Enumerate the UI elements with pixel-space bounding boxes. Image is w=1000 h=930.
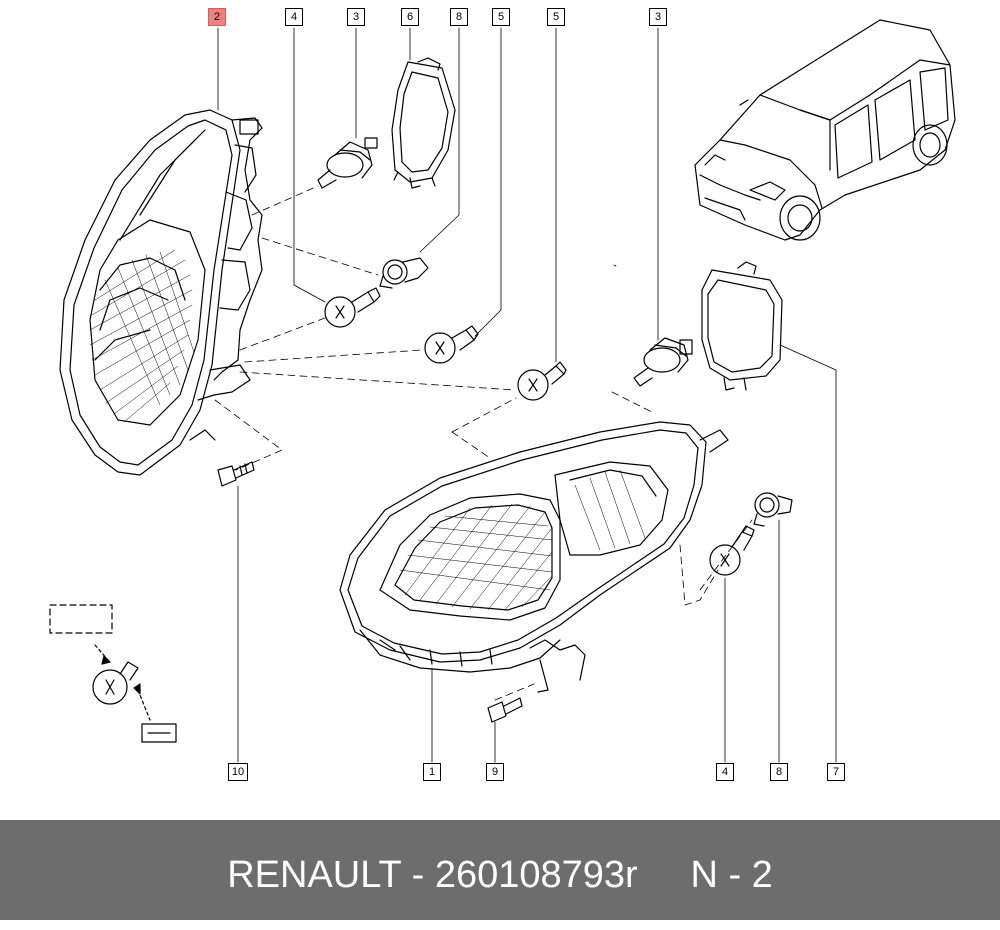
parts-diagram: 2 4 3 6 8 5 5 3 10 1 9 4 8 7 (49, 8, 956, 781)
left-headlamp-side-view (59, 109, 263, 476)
exploded-view-drawing (49, 19, 956, 763)
callout-part-6[interactable]: 6 (401, 8, 419, 26)
callout-part-5-second[interactable]: 5 (547, 8, 565, 26)
callout-part-8[interactable]: 8 (450, 8, 468, 26)
callout-part-1[interactable]: 1 (423, 763, 441, 781)
assembly-lines (214, 185, 753, 701)
callout-part-3[interactable]: 3 (347, 8, 365, 26)
callout-part-3-second[interactable]: 3 (649, 8, 667, 26)
callout-part-7[interactable]: 7 (827, 763, 845, 781)
callout-part-5[interactable]: 5 (492, 8, 510, 26)
bulb-holder-part-8-right (753, 492, 793, 527)
bulb-h4-right (633, 337, 693, 387)
callout-part-8-second[interactable]: 8 (770, 763, 788, 781)
seal-ring-part-6 (391, 57, 456, 189)
bulb-part-4-top (324, 287, 381, 328)
bulb-part-5-a (424, 325, 479, 364)
footer-bar: RENAULT - 260108793r N - 2 (0, 820, 1000, 920)
callout-part-4[interactable]: 4 (285, 8, 303, 26)
bulb-part-5-b (517, 361, 567, 401)
main-headlamp-front-view (339, 421, 729, 693)
leader-lines (217, 27, 837, 763)
bulb-h4-top (317, 137, 378, 189)
seal-ring-part-7 (701, 261, 783, 391)
bulb-holder-part-8-top (379, 257, 429, 289)
callout-part-10[interactable]: 10 (228, 763, 248, 781)
callout-part-9[interactable]: 9 (486, 763, 504, 781)
vehicle-illustration (694, 19, 956, 241)
screw-part-10 (217, 461, 255, 487)
part-number-title: RENAULT - 260108793r N - 2 (227, 854, 773, 896)
loose-bulb-assembly (49, 604, 177, 743)
bulb-part-4-right (709, 525, 755, 576)
screw-part-9 (487, 697, 523, 723)
callout-part-2[interactable]: 2 (208, 8, 226, 26)
callout-part-4-second[interactable]: 4 (716, 763, 734, 781)
